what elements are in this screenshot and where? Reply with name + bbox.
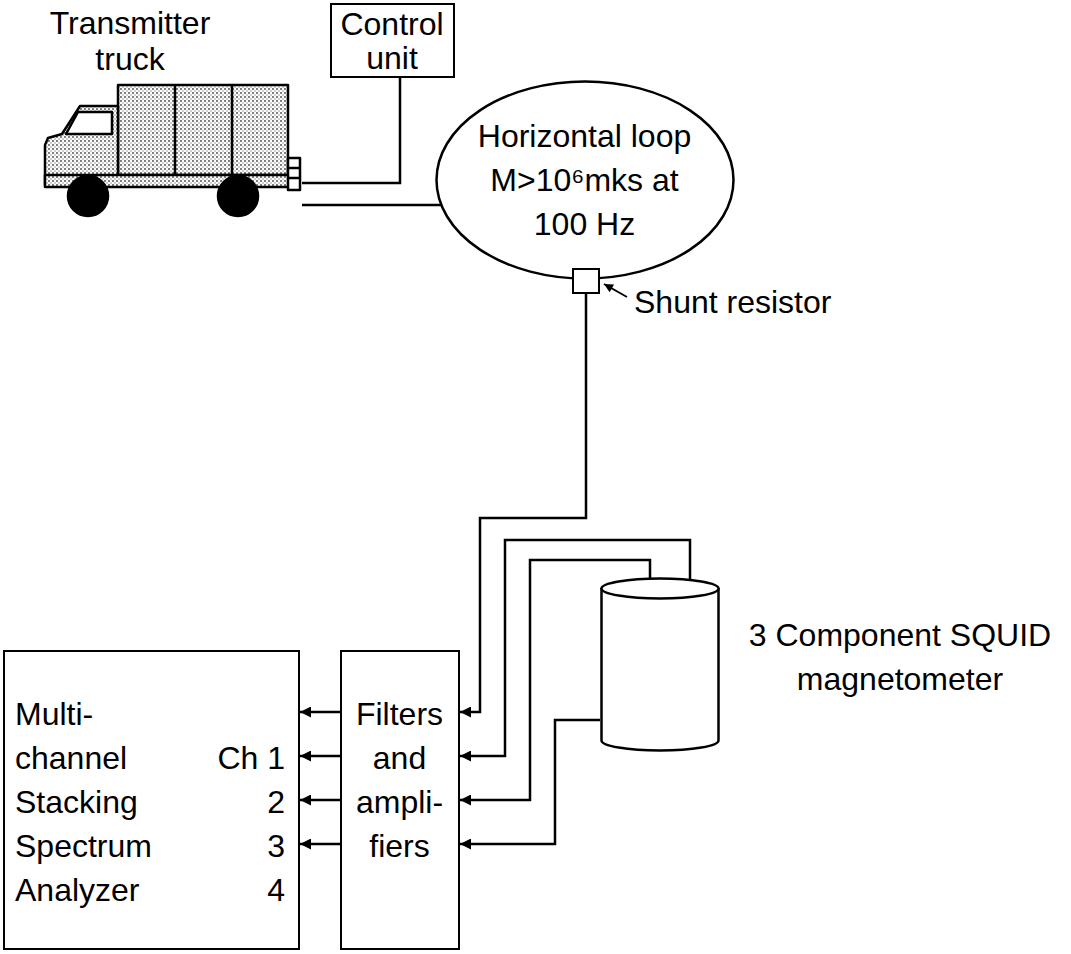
part-label: 3 Component SQUID magnetometer [740,613,1060,701]
cylinder-body [602,588,719,751]
wire-connector [300,843,340,846]
box-label: Control unit [332,7,452,75]
rear-connector [288,158,300,190]
leader-arrow [604,284,627,297]
wire-connector [302,204,441,207]
channel-number: 4 [200,868,285,912]
truck-wheel [218,176,258,216]
box-label: Filters and ampli- fiers [342,692,457,868]
channel-label: Ch 1 [200,736,285,780]
filters-amplifiers-box: Filters and ampli- fiers [340,650,460,950]
wire-connector [300,755,340,758]
cab-window [66,112,112,134]
truck-label: Transmitter truck [40,5,220,77]
truck-wheel [68,176,108,216]
wire-connector [302,78,400,183]
cargo-body [118,85,288,175]
cargo-panel-line [174,85,177,175]
cylinder-outline [600,578,720,752]
truck-cab [45,106,118,185]
cargo-panel-line [231,85,234,175]
wire-connector [300,799,340,802]
truck-illustration [45,85,300,216]
wire-connector [460,294,586,712]
loop-outline [437,82,734,279]
transmitter-truck: Transmitter truck [40,5,302,218]
spectrum-analyzer-box: Multi- channel Stacking Spectrum Analyze… [3,650,300,950]
shunt-resistor: Shunt resistor [572,268,600,294]
cylinder-top [602,579,719,599]
loop-label: Horizontal loop M>10⁶mks at 100 Hz [472,114,697,246]
channel-number: 3 [200,824,285,868]
rear-connector-detail [288,177,300,180]
rear-connector-detail [288,167,300,170]
part-label: Shunt resistor [634,284,831,320]
wire-connector [460,720,600,844]
horizontal-loop: Horizontal loop M>10⁶mks at 100 Hz [435,80,735,280]
wire-connector [300,711,340,714]
box-label: Multi- channel Stacking Spectrum Analyze… [15,692,165,912]
channel-number: 2 [200,780,285,824]
control-unit-box: Control unit [330,3,455,78]
squid-magnetometer: 3 Component SQUID magnetometer [600,578,720,752]
